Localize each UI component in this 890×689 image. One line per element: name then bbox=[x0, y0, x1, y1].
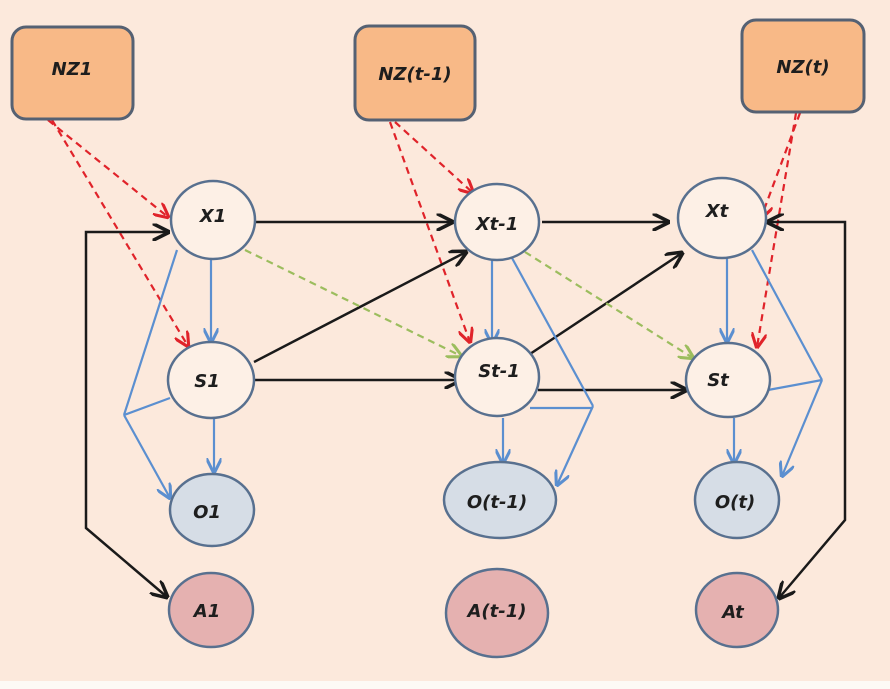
node-label: St bbox=[707, 370, 730, 391]
node-shape bbox=[693, 460, 781, 540]
node-shape bbox=[442, 460, 558, 540]
node-label: O(t-1) bbox=[467, 492, 527, 513]
node-at1: A(t-1) bbox=[444, 567, 550, 659]
node-shape bbox=[453, 182, 541, 262]
node-ot1: O(t-1) bbox=[442, 460, 558, 540]
node-shape bbox=[169, 179, 257, 261]
node-s1: S1 bbox=[166, 340, 256, 420]
noise-box-label: NZ(t-1) bbox=[378, 64, 451, 85]
node-label: O(t) bbox=[715, 492, 755, 513]
edge-xt1-joint-ot1 bbox=[511, 257, 594, 407]
noise-box-nzt: NZ(t) bbox=[740, 18, 866, 114]
node-shape bbox=[694, 571, 780, 649]
node-shape bbox=[444, 567, 550, 659]
node-shape bbox=[453, 336, 541, 418]
node-shape bbox=[684, 341, 772, 419]
edge-nzt1-st1 bbox=[388, 121, 470, 342]
node-label: S1 bbox=[194, 371, 220, 392]
node-ot: O(t) bbox=[693, 460, 781, 540]
node-a1: A1 bbox=[167, 571, 255, 649]
node-label: X1 bbox=[199, 206, 226, 227]
noise-box-shape bbox=[353, 24, 477, 122]
noise-box-label: NZ(t) bbox=[776, 57, 829, 78]
noise-box-shape bbox=[10, 25, 135, 121]
edge-s1-xt1 bbox=[253, 252, 466, 364]
node-label: A1 bbox=[192, 601, 220, 622]
edge-nzt1-xt1 bbox=[394, 121, 473, 193]
edge-joint-ot1 bbox=[557, 405, 595, 485]
node-shape bbox=[168, 472, 256, 548]
node-label: St-1 bbox=[478, 361, 520, 382]
edge-nz1-x1 bbox=[47, 119, 168, 217]
node-xt: Xt bbox=[676, 176, 768, 260]
node-label: A(t-1) bbox=[466, 601, 527, 622]
edges bbox=[47, 112, 847, 598]
node-x1: X1 bbox=[169, 179, 257, 261]
node-o1: O1 bbox=[168, 472, 256, 548]
noise-box-shape bbox=[740, 18, 866, 114]
node-label: Xt bbox=[705, 201, 730, 222]
edge-a1-x1-loop bbox=[84, 232, 168, 597]
noise-box-nzt1: NZ(t-1) bbox=[353, 24, 477, 122]
edge-x1-st1 bbox=[244, 249, 461, 356]
node-xt1: Xt-1 bbox=[453, 182, 541, 262]
node-shape bbox=[166, 340, 256, 420]
node-label: Xt-1 bbox=[475, 214, 518, 235]
noise-box-nz1: NZ1 bbox=[10, 25, 135, 121]
node-label: O1 bbox=[193, 502, 221, 523]
node-shape bbox=[167, 571, 255, 649]
node-label: At bbox=[720, 602, 745, 623]
node-st1: St-1 bbox=[453, 336, 541, 418]
edge-nzt-st bbox=[757, 112, 798, 347]
edge-xt1-st bbox=[524, 251, 693, 358]
node-st: St bbox=[684, 341, 772, 419]
node-shape bbox=[676, 176, 768, 260]
node-at: At bbox=[694, 571, 780, 649]
noise-box-label: NZ1 bbox=[52, 59, 93, 80]
edge-xt-at-loop bbox=[768, 222, 847, 598]
